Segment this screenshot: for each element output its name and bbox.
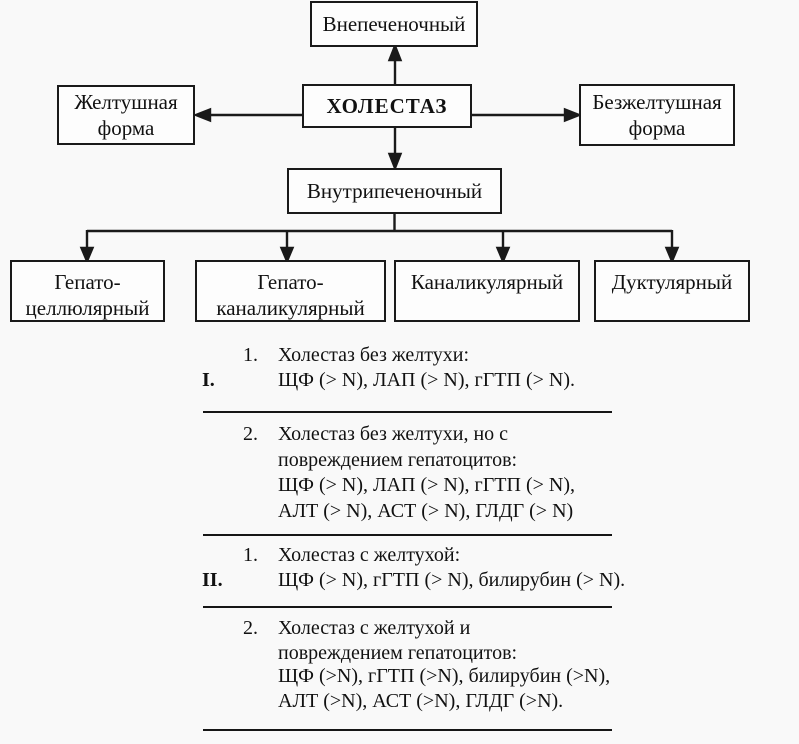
text-line: ЩФ (>N), гГТП (>N), билирубин (>N), [278,665,611,687]
text-line: повреждением гепатоцитов: [278,449,518,471]
text-line: ЩФ (> N), ЛАП (> N), гГТП (> N), [278,474,575,496]
item-number: 2. [243,617,258,639]
text-line: Холестаз без желтухи, но с [278,423,509,445]
node-icteric-form: Желтушная форма [57,85,195,145]
text-line: АЛТ (> N), АСТ (> N), ГЛДГ (> N) [278,500,574,522]
text-line: ЩФ (> N), ЛАП (> N), гГТП (> N). [278,369,575,391]
text-line: Холестаз с желтухой и [278,617,471,639]
separator-line [203,411,612,413]
text-line: повреждением гепатоцитов: [278,642,518,664]
item-number: 1. [243,544,258,566]
text-line: ЩФ (> N), гГТП (> N), билирубин (> N). [278,569,626,591]
section-marker-I: I. [202,369,215,391]
text-line: Холестаз без желтухи: [278,344,469,366]
node-hepatocanalicular: Гепато- каналикулярный [195,260,386,322]
node-anicteric-form: Безжелтушная форма [579,84,735,146]
drop-arrow-3-head-icon [495,246,511,265]
item-number: 2. [243,423,258,445]
node-extrahepatic: Внепеченочный [310,1,478,47]
text-line: АЛТ (>N), АСТ (>N), ГЛДГ (>N). [278,690,564,712]
arrow-up-head-icon [387,42,403,62]
arrow-right-head-icon [563,107,583,123]
text-line: Холестаз с желтухой: [278,544,461,566]
section-marker-II: II. [202,569,223,591]
node-canalicular: Каналикулярный [394,260,580,322]
separator-line [203,534,612,536]
arrow-left-head-icon [192,107,212,123]
arrow-down-head-icon [387,152,403,172]
separator-line [203,729,612,731]
item-number: 1. [243,344,258,366]
node-ductular: Дуктулярный [594,260,750,322]
separator-line [203,606,612,608]
drop-arrow-4-head-icon [664,246,680,265]
node-cholestasis: ХОЛЕСТАЗ [302,84,472,128]
drop-arrow-1-head-icon [79,246,95,265]
node-hepatocellular: Гепато- целлюлярный [10,260,165,322]
drop-arrow-2-head-icon [279,246,295,265]
node-intrahepatic: Внутрипеченочный [287,168,502,214]
